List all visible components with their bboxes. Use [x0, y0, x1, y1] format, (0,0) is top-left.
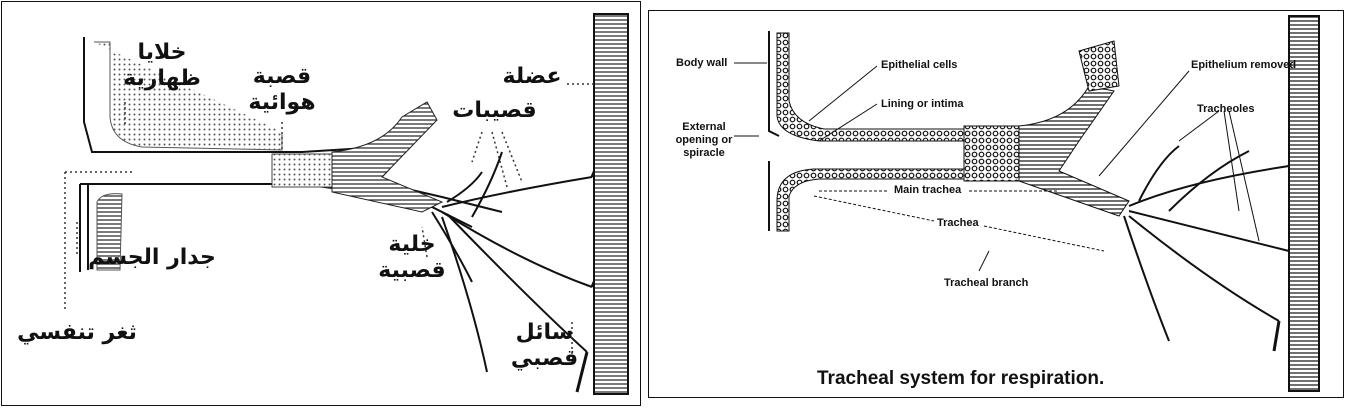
label-tracheal-branch: Tracheal branch — [944, 277, 1029, 289]
english-diagram-drawing — [734, 15, 1320, 392]
label-muscle: عضلة — [502, 64, 562, 89]
label-body-wall: Body wall — [676, 57, 728, 69]
arabic-diagram-drawing — [64, 13, 629, 395]
diagram-caption: Tracheal system for respiration. — [817, 368, 1105, 389]
label-tracheal-fluid: سائل قصبي — [510, 320, 579, 371]
label-tracheoles: Tracheoles — [1197, 103, 1255, 115]
label-trachea: قصبة هوائية — [248, 64, 316, 115]
label-epithelium-removed: Epithelium removed — [1191, 59, 1297, 71]
label-body-wall: جدار الجسم — [88, 245, 216, 270]
label-epithelial-cells: خلايا ظهارية — [123, 40, 201, 91]
label-trachea: Trachea — [937, 217, 979, 229]
label-epithelial-cells: Epithelial cells — [881, 59, 958, 71]
label-external-opening: External opening or spiracle — [675, 121, 733, 159]
arabic-tracheal-diagram: خلايا ظهارية قصبة هوائية عضلة قصيبات جدا… — [1, 1, 641, 406]
label-main-trachea: Main trachea — [894, 184, 962, 196]
label-tracheal-cell: خلية قصبية — [378, 232, 446, 283]
english-tracheal-diagram: Body wall Epithelial cells Lining or int… — [648, 10, 1344, 398]
label-spiracle: ثغر تنفسي — [17, 320, 137, 345]
label-tracheoles: قصيبات — [452, 98, 537, 123]
label-lining: Lining or intima — [881, 98, 964, 110]
